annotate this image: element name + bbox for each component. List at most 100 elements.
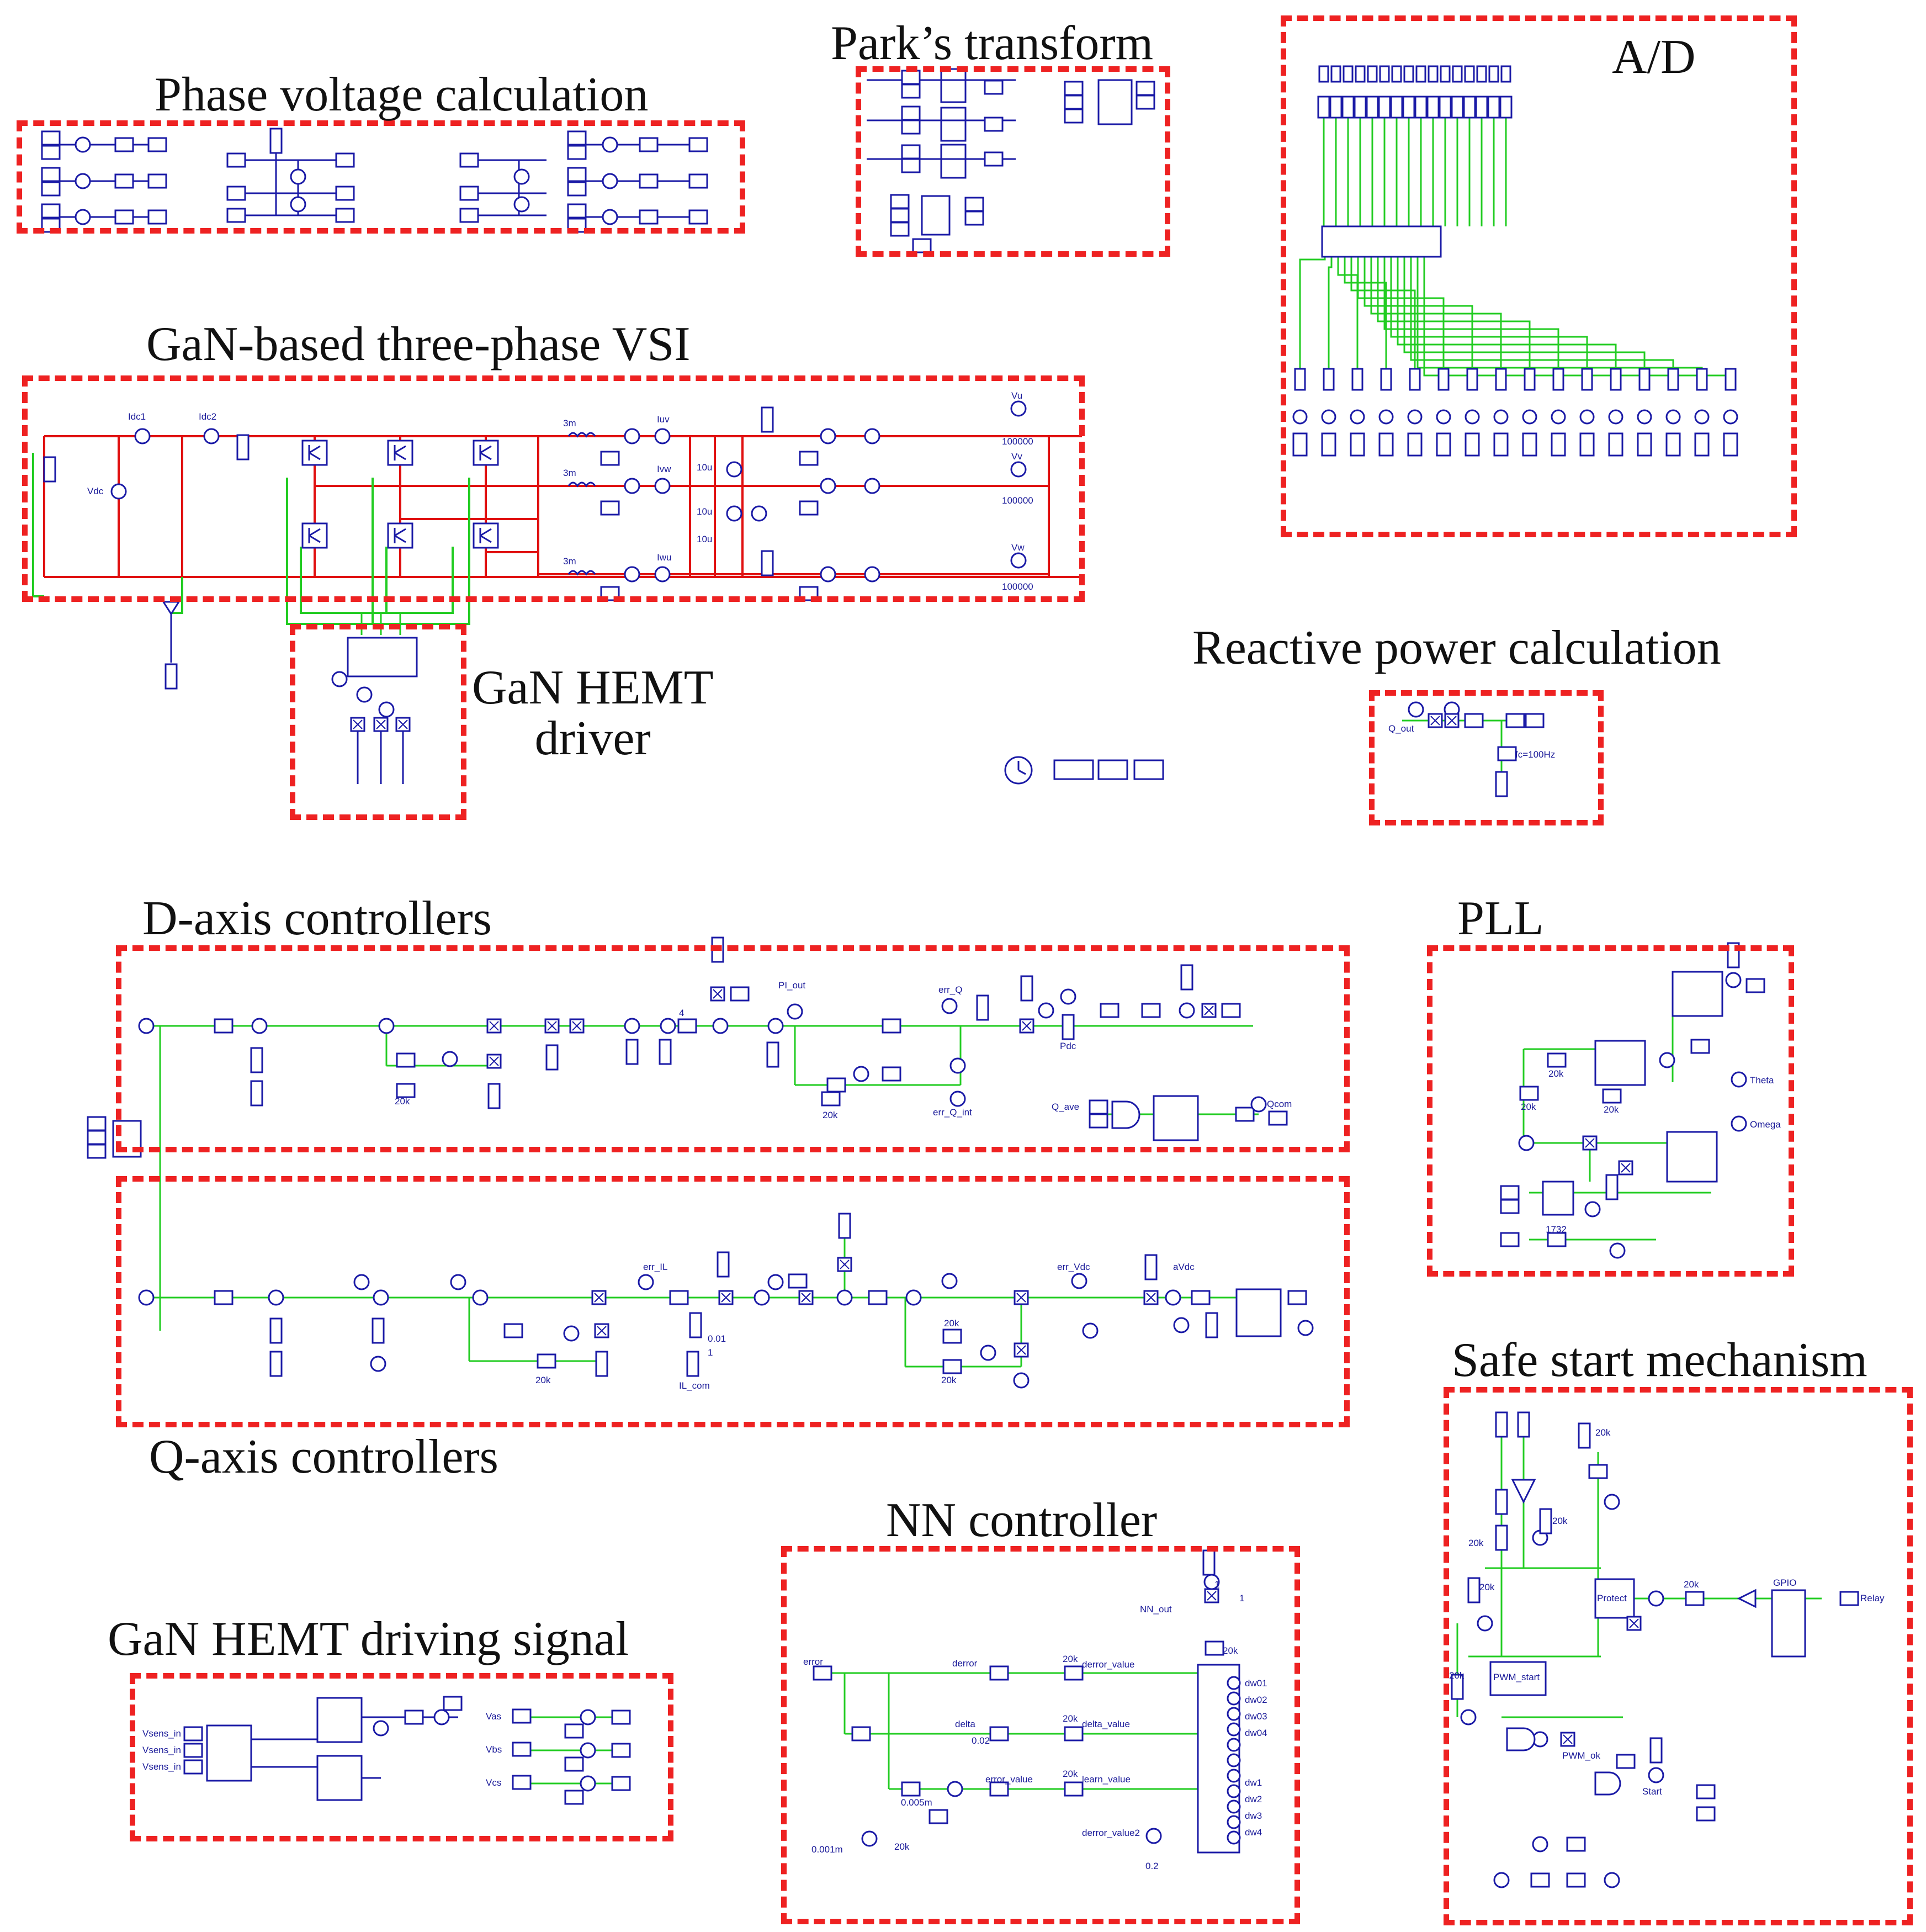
ad-output-probe [1436, 409, 1451, 425]
ad-input-sensor [1488, 65, 1499, 83]
parks-transform-title: Park’s transform [831, 17, 1154, 70]
nn-label: 20k [1063, 1769, 1078, 1779]
safe-start-label: 20k [1468, 1538, 1484, 1548]
safe-start-title: Safe start mechanism [1452, 1333, 1867, 1387]
nn-output-label: dw4 [1245, 1827, 1262, 1838]
ad-output-resistor [1610, 368, 1622, 391]
driving-label: Vas [486, 1711, 501, 1722]
q-axis-label: err_IL [643, 1262, 667, 1272]
q-axis-label: 20k [535, 1375, 551, 1385]
ad-output-probe [1522, 409, 1537, 425]
ad-output-label-box [1493, 432, 1509, 457]
ad-output-probe [1321, 409, 1336, 425]
ad-input-gain [1354, 96, 1367, 119]
vsi-label: 3m [563, 468, 576, 478]
vsi-label: 100000 [1002, 436, 1033, 447]
ad-input-gain [1390, 96, 1403, 119]
component-labels: Idc1 Idc2 Vdc 3m 3m 3m Iuv Ivw Iwu Vu Vv… [87, 390, 1885, 1871]
nn-output-probe [1227, 1784, 1241, 1798]
ad-output-label-box [1723, 432, 1738, 457]
ad-output-resistor [1696, 368, 1708, 391]
nn-label: derror_value2 [1082, 1828, 1140, 1838]
ad-input-sensor [1367, 65, 1378, 83]
ad-output-resistor [1552, 368, 1564, 391]
ad-input-gain [1366, 96, 1379, 119]
vsi-label: 3m [563, 418, 576, 428]
safe-start-label: PWM_ok [1562, 1750, 1600, 1761]
nn-output-probe [1227, 1830, 1241, 1845]
ad-input-gain [1378, 96, 1391, 119]
nn-controller-diagram [813, 1549, 1241, 1854]
safe-start-label: Start [1642, 1786, 1662, 1797]
ad-output-label-box [1436, 432, 1451, 457]
ad-output-probe [1551, 409, 1566, 425]
d-axis-label: err_Q_int [933, 1107, 972, 1118]
nn-output-label: dw1 [1245, 1777, 1262, 1788]
vsi-label: Idc2 [199, 411, 216, 422]
ad-output-resistor [1323, 368, 1335, 391]
ad-output-label-box [1321, 432, 1336, 457]
safe-start-label: Relay [1860, 1593, 1885, 1603]
nn-label: 0.005m [901, 1797, 932, 1808]
ad-output-label-box [1465, 432, 1480, 457]
q-axis-label: 1 [708, 1347, 713, 1358]
ad-output-probe [1350, 409, 1365, 425]
nn-output-label: dw3 [1245, 1811, 1262, 1821]
ad-output-label-box [1665, 432, 1681, 457]
safe-start-label: 20k [1479, 1582, 1495, 1592]
ad-output-probe [1665, 409, 1681, 425]
vsi-label: Vv [1011, 451, 1022, 462]
d-axis-label: PI_out [778, 980, 805, 991]
ad-output-label-box [1579, 432, 1595, 457]
ad-input-sensor [1500, 65, 1511, 83]
reactive-power-diagram [1402, 701, 1545, 797]
ad-block [1281, 15, 1797, 537]
nn-label: error_value [985, 1774, 1033, 1785]
nn-label: 1 [1214, 1579, 1219, 1590]
safe-start-label: 20k [1684, 1579, 1699, 1590]
q-axis-label: 20k [944, 1318, 959, 1328]
parks-transform-diagram [867, 68, 1155, 253]
pll-block [1427, 945, 1794, 1277]
ad-input-sensor [1355, 65, 1366, 83]
vsi-label: Idc1 [128, 411, 146, 422]
ad-output-resistor [1294, 368, 1306, 391]
vsi-diagram [32, 400, 1082, 690]
nn-output-label: dw02 [1245, 1695, 1267, 1705]
ad-output-resistor [1725, 368, 1737, 391]
safe-start-label: Protect [1597, 1593, 1627, 1603]
reactive-power-title: Reactive power calculation [1192, 621, 1721, 675]
ad-output-resistor [1524, 368, 1536, 391]
nn-output-probe [1227, 1769, 1241, 1783]
ad-input-sensor [1318, 65, 1329, 83]
nn-label: derror [952, 1658, 978, 1669]
vsi-label: 10u [697, 462, 712, 473]
ad-input-sensor [1464, 65, 1475, 83]
nn-label: derror_value [1082, 1659, 1134, 1670]
driving-signal-title: GaN HEMT driving signal [108, 1612, 629, 1666]
ad-converter-diagram [1292, 65, 1738, 457]
ad-output-probe [1378, 409, 1394, 425]
ad-output-resistor [1437, 368, 1450, 391]
ad-input-gain [1426, 96, 1440, 119]
vsi-label: 100000 [1002, 495, 1033, 506]
q-axis-label: IL_com [679, 1380, 710, 1391]
vsi-label: 10u [697, 534, 712, 544]
ad-output-resistor [1638, 368, 1651, 391]
nn-output-probe [1227, 1799, 1241, 1814]
ad-input-gain [1487, 96, 1500, 119]
vsi-title: GaN-based three-phase VSI [146, 317, 691, 371]
gan-driver-block [290, 624, 466, 820]
d-axis-label: err_Q [938, 984, 962, 995]
ad-input-sensor [1428, 65, 1439, 83]
pll-label: Omega [1750, 1119, 1781, 1130]
ad-input-gain [1341, 96, 1355, 119]
ad-output-label-box [1608, 432, 1623, 457]
driving-label: Vcs [486, 1777, 501, 1788]
ad-output-resistor [1409, 368, 1421, 391]
ad-output-resistor [1380, 368, 1392, 391]
ad-input-gain [1451, 96, 1464, 119]
nn-label: 0.02 [972, 1735, 990, 1746]
ad-input-gain [1414, 96, 1428, 119]
pll-label: 20k [1548, 1068, 1564, 1079]
